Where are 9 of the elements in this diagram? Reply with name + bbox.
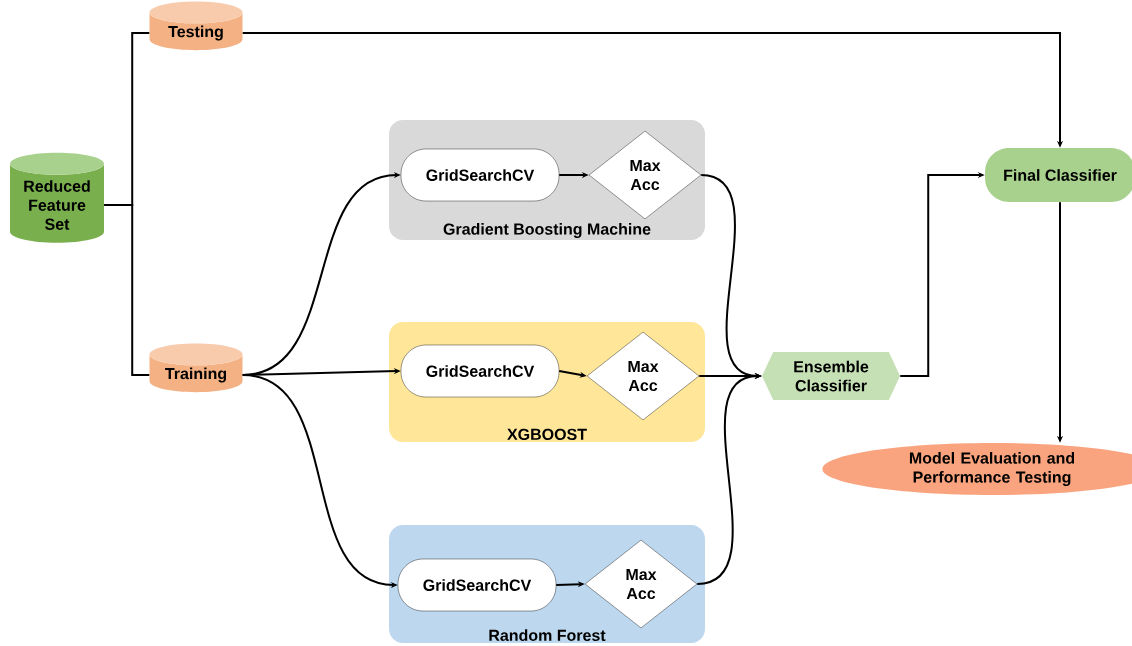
storage-cylinder: Training (149, 343, 243, 393)
hexagon-box: Ensemble Classifier (762, 352, 900, 400)
rounded-box: Final Classifier (985, 148, 1132, 202)
process-terminal: GridSearchCV (400, 148, 560, 202)
storage-cylinder: Testing (149, 1, 243, 51)
storage-cylinder: Reduced Feature Set (10, 152, 104, 243)
process-terminal: GridSearchCV (400, 344, 560, 398)
connector-line (103, 204, 151, 376)
process-terminal: GridSearchCV (397, 558, 557, 612)
